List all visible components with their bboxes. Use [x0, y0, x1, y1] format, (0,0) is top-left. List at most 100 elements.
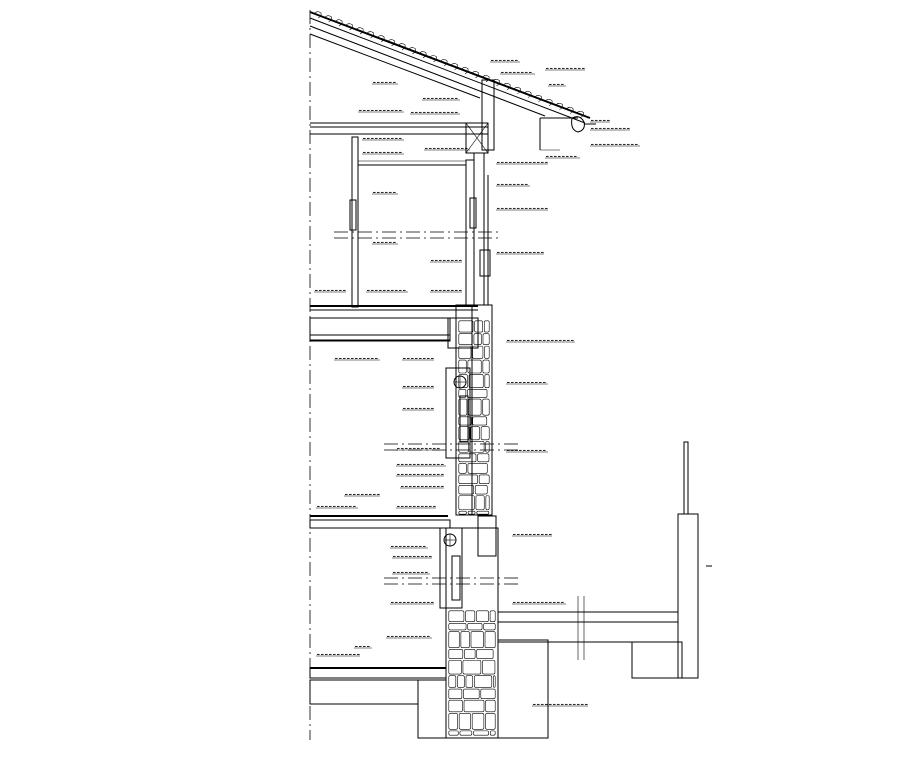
stone-block: [458, 359, 467, 374]
stone-block: [472, 345, 484, 359]
retaining-wall: [631, 441, 712, 679]
stone-block: [458, 416, 472, 426]
stone-block: [485, 699, 496, 713]
stone-block: [470, 426, 480, 441]
roof-tile: [324, 15, 332, 23]
stone-masonry-lower: [448, 610, 496, 736]
stone-block: [471, 713, 485, 730]
stone-block: [484, 374, 490, 389]
stone-block: [482, 359, 490, 374]
stone-block: [475, 495, 485, 510]
stone-block: [485, 441, 490, 453]
stone-block: [476, 510, 490, 515]
stone-block: [467, 510, 476, 515]
stone-block: [493, 675, 496, 688]
roof-tile: [576, 110, 584, 118]
roof-tile: [345, 23, 353, 31]
stone-block: [448, 610, 465, 622]
roof-tile: [565, 106, 574, 114]
stone-block: [472, 416, 488, 426]
stone-block: [477, 453, 490, 463]
stone-block: [464, 649, 476, 659]
stone-block: [474, 484, 488, 495]
stone-wall-upper: [445, 304, 493, 516]
stone-block: [463, 699, 485, 713]
roof-gutter-icon: [571, 116, 585, 133]
stone-block: [448, 675, 457, 688]
roof-tile: [355, 27, 364, 35]
stone-block: [474, 320, 483, 333]
stone-block: [467, 359, 482, 374]
stone-masonry-upper: [458, 320, 490, 515]
stone-block: [463, 688, 480, 699]
stone-block: [458, 484, 474, 495]
stone-block: [470, 631, 484, 649]
stone-block: [458, 426, 470, 441]
stone-block: [448, 730, 459, 736]
stone-block: [460, 631, 470, 649]
ground-floor-slab: [309, 515, 478, 529]
stone-block: [458, 374, 468, 389]
stone-block: [458, 333, 473, 345]
stone-block: [480, 426, 490, 441]
stone-block: [458, 389, 467, 398]
stone-block: [458, 441, 469, 453]
stone-block: [489, 610, 496, 622]
stone-block: [448, 699, 463, 713]
stone-block: [448, 622, 467, 631]
roof-tile: [502, 83, 511, 90]
stone-wall-lower: [439, 515, 499, 739]
ceiling-slab: [310, 122, 489, 154]
stone-block: [458, 713, 471, 730]
stone-block: [448, 688, 463, 699]
stone-block: [467, 622, 483, 631]
roof-assembly: [309, 11, 596, 151]
stone-block: [476, 610, 489, 622]
foundation: [309, 596, 679, 739]
roof-tile: [313, 11, 322, 19]
roof-tile: [450, 63, 458, 71]
stone-block: [468, 374, 484, 389]
stone-block: [458, 474, 478, 484]
stone-block: [458, 398, 468, 416]
stone-block: [462, 659, 482, 675]
stone-block: [473, 730, 489, 736]
stone-block: [483, 320, 490, 333]
stone-block: [484, 345, 490, 359]
roof-tile: [418, 51, 427, 59]
stone-block: [473, 333, 482, 345]
dimension-axes: [309, 10, 520, 740]
annotation-leaders: [314, 59, 640, 707]
stone-block: [458, 495, 475, 510]
stone-block: [448, 659, 462, 675]
roof-tile: [376, 35, 385, 43]
roof-tile: [366, 31, 374, 39]
roof-tile: [471, 71, 479, 78]
roof-tile: [387, 39, 395, 47]
stone-block: [467, 463, 488, 474]
stone-block: [484, 631, 496, 649]
stone-block: [474, 675, 493, 688]
roof-tile: [439, 59, 448, 67]
roof-tile: [408, 47, 416, 55]
roof-tile: [523, 91, 532, 98]
stone-block: [482, 333, 490, 345]
stone-block: [458, 320, 474, 333]
stone-block: [467, 389, 488, 398]
stone-block: [485, 713, 496, 730]
roof-tile: [397, 43, 406, 51]
roof-tile: [534, 95, 542, 102]
stone-block: [458, 510, 467, 515]
roof-tile: [513, 87, 521, 94]
stone-block: [448, 649, 464, 659]
stone-block: [458, 345, 472, 359]
roof-tile: [544, 98, 553, 106]
stone-block: [480, 688, 496, 699]
roof-tile: [460, 67, 469, 74]
stone-block: [489, 730, 496, 736]
stone-block: [465, 675, 474, 688]
stone-block: [482, 659, 496, 675]
roof-tile: [429, 55, 437, 63]
